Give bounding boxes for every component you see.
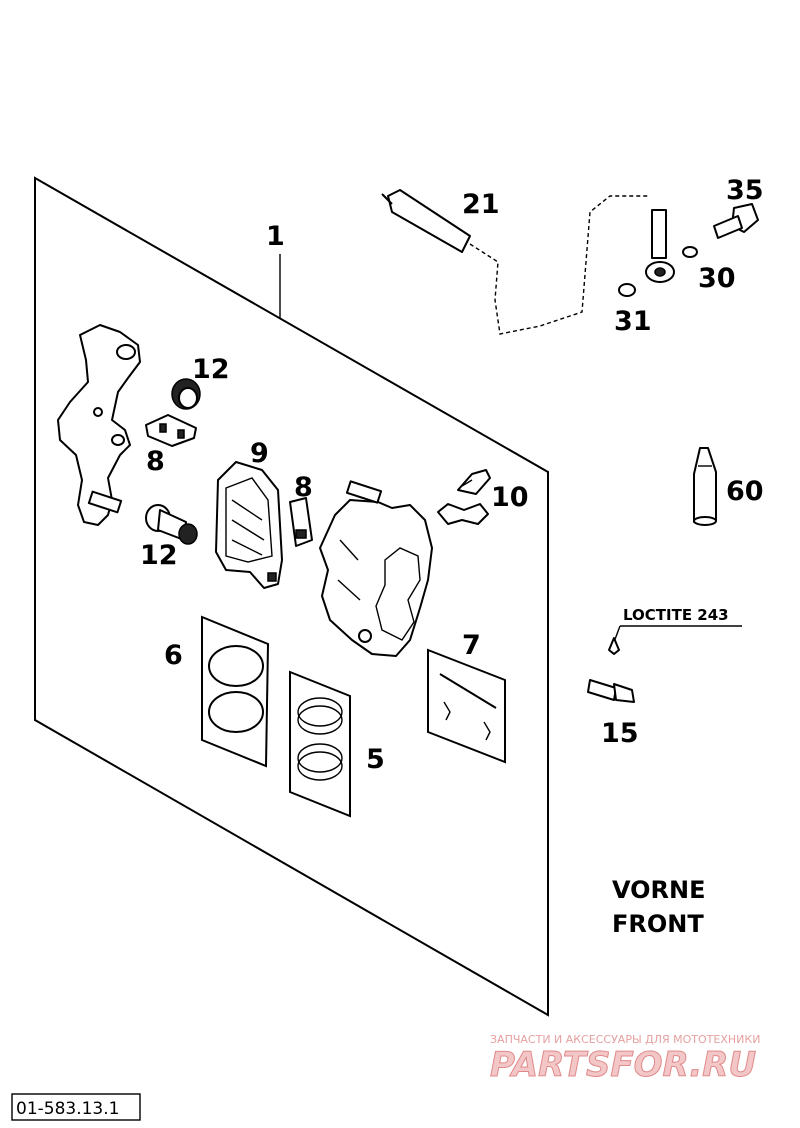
callout-60: 60 bbox=[726, 476, 764, 507]
pistons-box bbox=[201, 615, 270, 768]
callout-1: 1 bbox=[266, 221, 285, 252]
callout-9: 9 bbox=[250, 438, 269, 469]
loctite-label: LOCTITE 243 bbox=[623, 606, 729, 624]
loctite-bottle bbox=[693, 447, 717, 526]
direction-label-vorne: VORNE bbox=[612, 876, 706, 904]
direction-label-front: FRONT bbox=[612, 910, 704, 938]
pin-clip-lower bbox=[289, 497, 313, 547]
loctite-drop-icon bbox=[608, 637, 620, 655]
callout-6: 6 bbox=[164, 640, 183, 671]
bleeder-fitting bbox=[437, 469, 491, 525]
bushing-upper bbox=[171, 378, 201, 410]
screw bbox=[587, 679, 635, 703]
watermark-logo: PARTSFOR.RU bbox=[490, 1045, 756, 1085]
caliper-body bbox=[319, 480, 433, 657]
callout-12-lower: 12 bbox=[140, 540, 178, 571]
callout-15: 15 bbox=[601, 718, 639, 749]
callout-8-lower: 8 bbox=[294, 472, 313, 503]
assembly-panel bbox=[34, 176, 549, 1017]
brake-line bbox=[381, 189, 650, 335]
reference-number-box bbox=[11, 1093, 141, 1121]
washer-30 bbox=[682, 246, 698, 258]
callout-10: 10 bbox=[491, 482, 529, 513]
callout-30: 30 bbox=[698, 263, 736, 294]
callout-31: 31 bbox=[614, 306, 652, 337]
banjo-fitting bbox=[645, 209, 675, 283]
reference-number: 01-583.13.1 bbox=[16, 1099, 119, 1119]
bushing-lower bbox=[145, 504, 198, 545]
seals-box bbox=[289, 670, 351, 818]
watermark-tagline: ЗАПЧАСТИ И АКСЕССУАРЫ ДЛЯ МОТОТЕХНИКИ bbox=[490, 1033, 760, 1046]
callout-35: 35 bbox=[726, 175, 764, 206]
banjo-bolt bbox=[713, 203, 759, 239]
callout-7: 7 bbox=[462, 630, 481, 661]
callout-21: 21 bbox=[462, 189, 500, 220]
brake-pads bbox=[215, 461, 283, 589]
callout-12-upper: 12 bbox=[192, 354, 230, 385]
pin-clip-upper bbox=[145, 414, 197, 447]
callout-8-upper: 8 bbox=[146, 446, 165, 477]
caliper-bracket bbox=[57, 324, 141, 526]
pin-kit-box bbox=[427, 648, 506, 764]
washer-31 bbox=[618, 283, 636, 297]
callout-5: 5 bbox=[366, 744, 385, 775]
